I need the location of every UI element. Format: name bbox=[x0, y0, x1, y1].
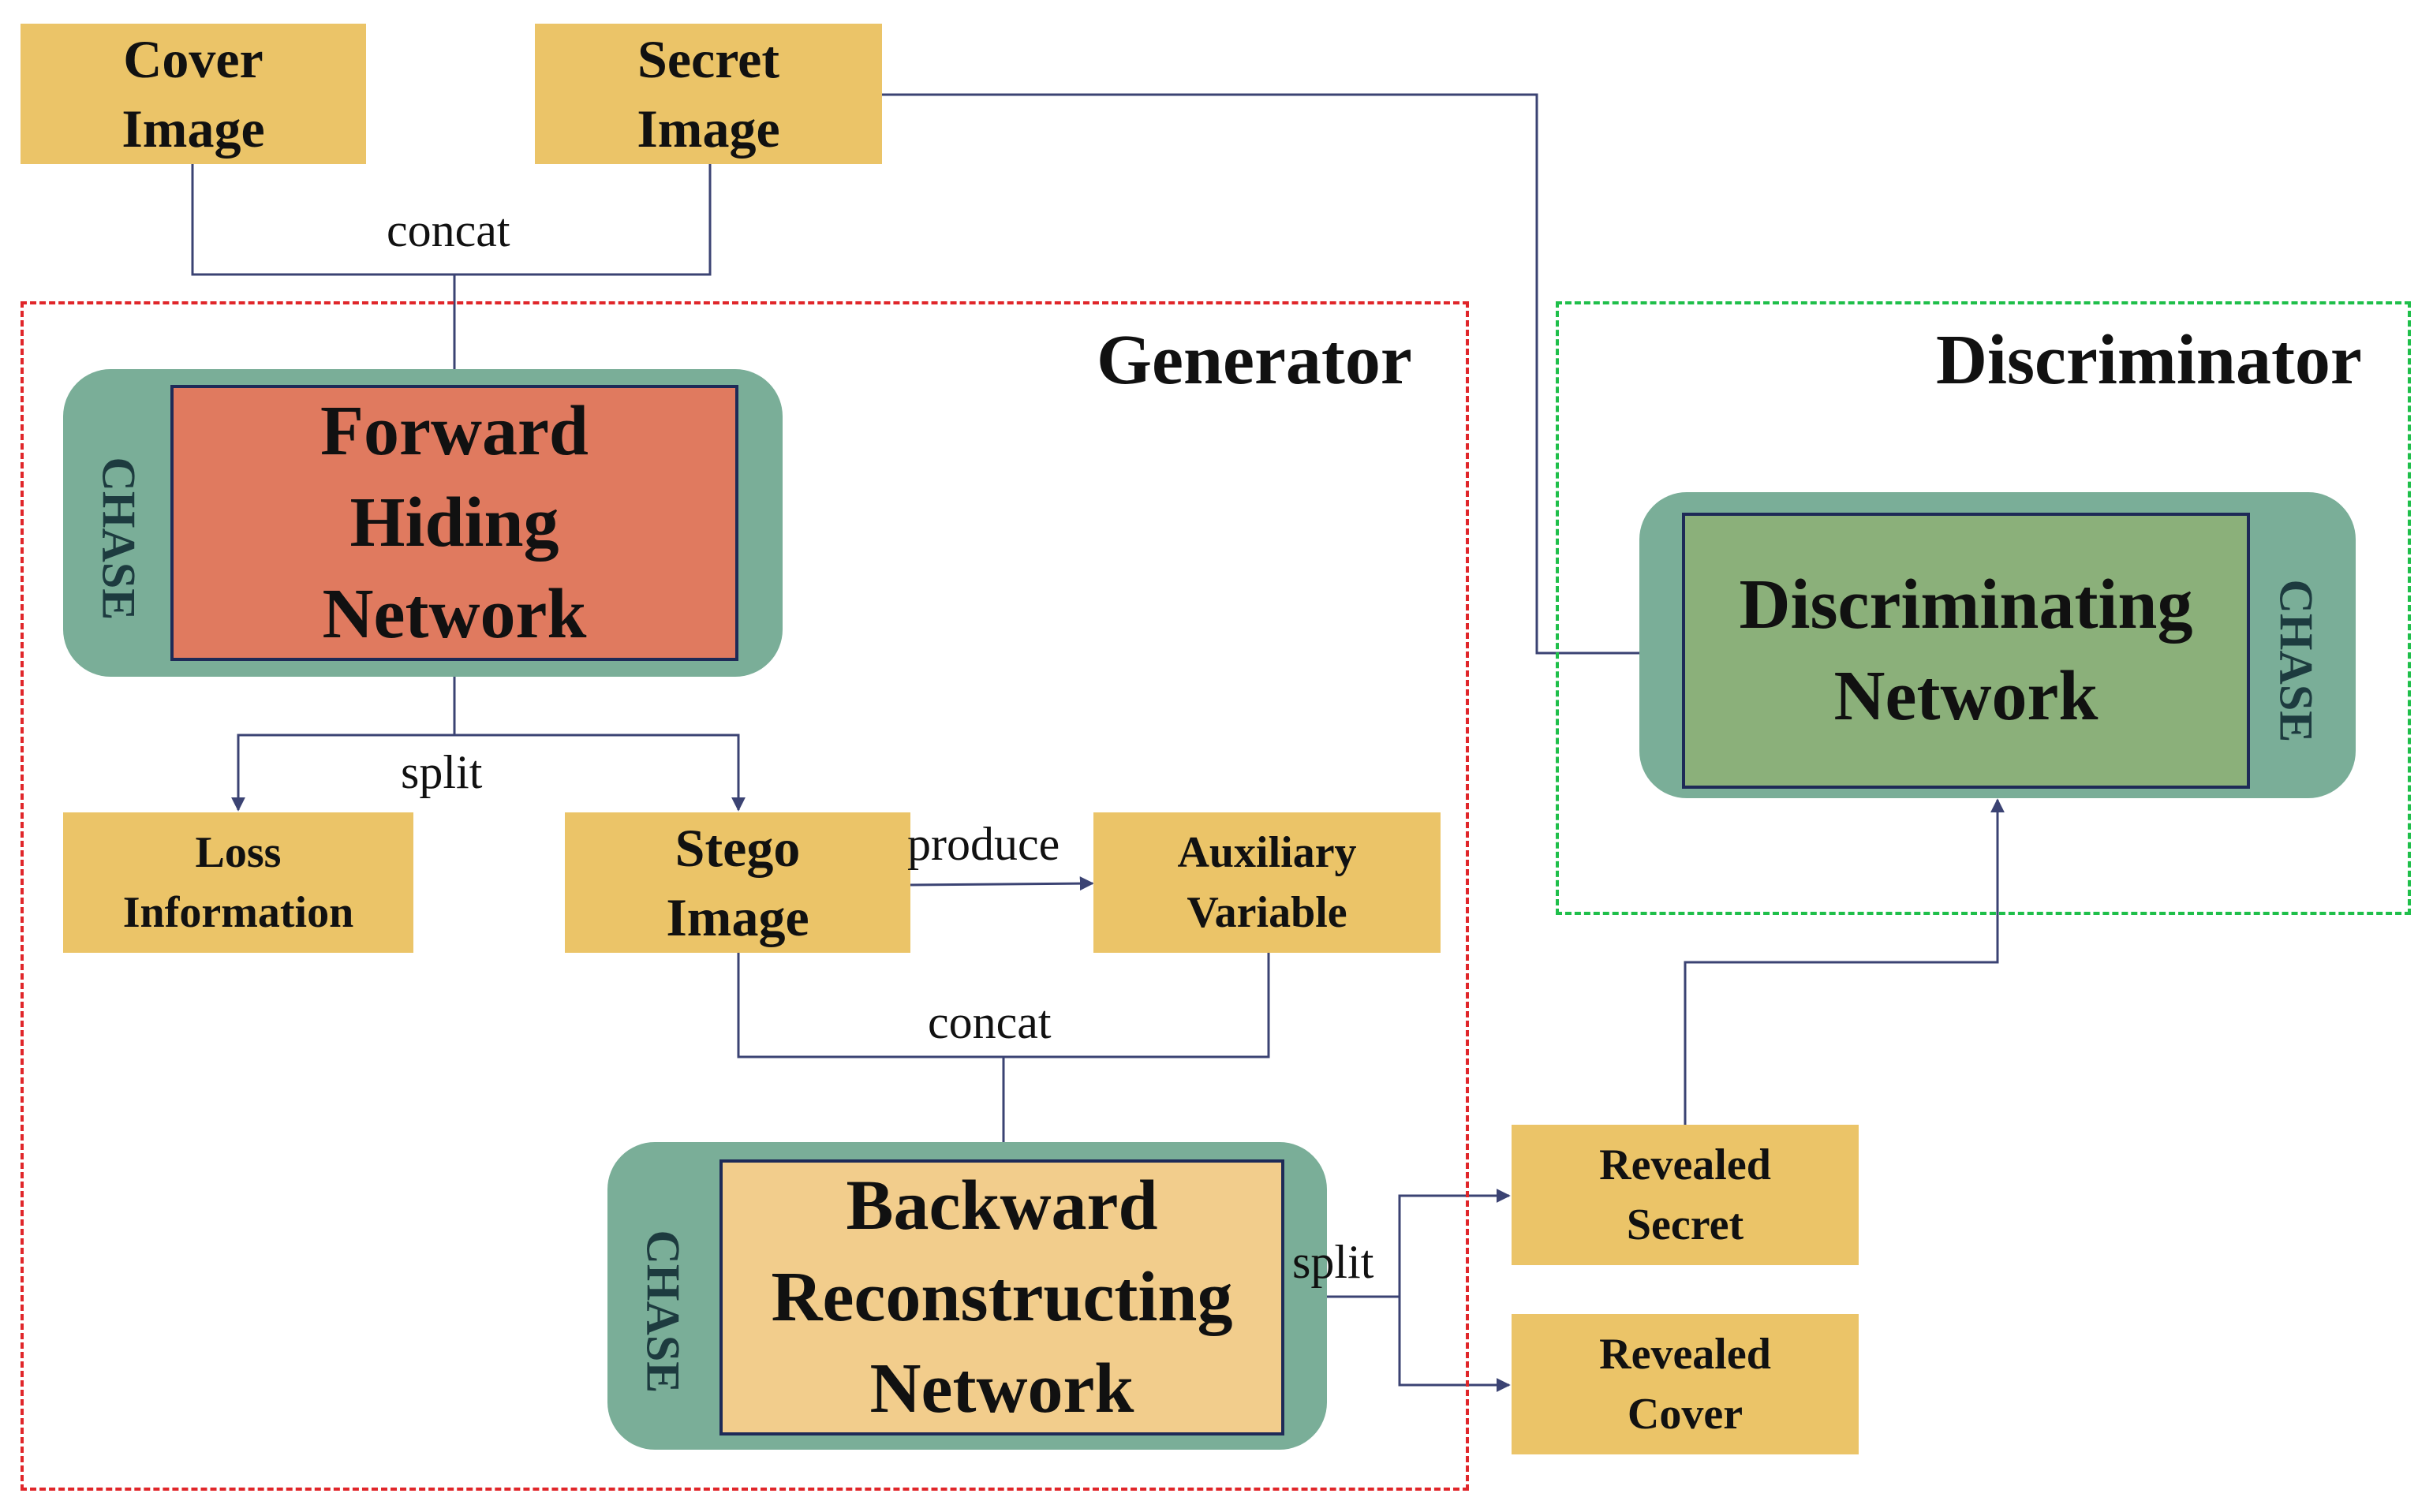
forward-hiding-network-block: CHASE Forward Hiding Network bbox=[63, 369, 783, 677]
secret-image-node: Secret Image bbox=[535, 24, 882, 164]
discriminating-line-2: Network bbox=[1833, 657, 2099, 735]
discriminating-chase-label: CHASE bbox=[2270, 579, 2323, 743]
edge-split-stego bbox=[454, 734, 746, 812]
discriminating-network-block: Discriminating Network CHASE bbox=[1639, 492, 2356, 798]
edge-secret-discriminator bbox=[882, 93, 1684, 660]
edge-split-loss bbox=[231, 734, 454, 812]
concat-top-label: concat bbox=[387, 204, 510, 256]
forward-line-1: Forward bbox=[320, 392, 589, 470]
loss-line-2: Information bbox=[122, 888, 354, 937]
split-backward-label: split bbox=[1292, 1236, 1374, 1288]
backward-line-3: Network bbox=[869, 1350, 1134, 1428]
discriminator-title: Discriminator bbox=[1936, 321, 2362, 399]
edge-produce bbox=[908, 876, 1094, 891]
loss-line-1: Loss bbox=[195, 828, 282, 877]
backward-reconstructing-network-block: CHASE Backward Reconstructing Network bbox=[607, 1142, 1327, 1450]
stego-line-2: Image bbox=[666, 887, 809, 947]
edge-split-revealed-cover bbox=[1398, 1297, 1511, 1392]
stego-line-1: Stego bbox=[675, 818, 801, 878]
discriminating-line-1: Discriminating bbox=[1739, 566, 2193, 644]
discriminating-network: Discriminating Network bbox=[1682, 513, 2250, 789]
forward-chase-label: CHASE bbox=[92, 457, 145, 621]
auxiliary-line-2: Variable bbox=[1187, 888, 1347, 937]
forward-hiding-network: Forward Hiding Network bbox=[170, 385, 738, 661]
auxiliary-variable-node: Auxiliary Variable bbox=[1093, 812, 1441, 953]
produce-label: produce bbox=[907, 818, 1060, 870]
auxiliary-line-1: Auxiliary bbox=[1177, 828, 1357, 877]
revealed-cover-node: Revealed Cover bbox=[1512, 1314, 1859, 1454]
split-forward-label: split bbox=[401, 746, 483, 798]
concat-bottom-label: concat bbox=[928, 996, 1052, 1048]
revealed-secret-line-2: Secret bbox=[1626, 1200, 1744, 1249]
edge-revealed-discriminator bbox=[1684, 798, 2005, 1125]
generator-title: Generator bbox=[1097, 321, 1412, 399]
backward-reconstructing-network: Backward Reconstructing Network bbox=[719, 1159, 1284, 1435]
backward-line-2: Reconstructing bbox=[771, 1258, 1233, 1336]
backward-chase-label: CHASE bbox=[637, 1230, 690, 1394]
edge-split-revealed-secret bbox=[1398, 1189, 1511, 1297]
edge-cover-concat bbox=[191, 162, 712, 276]
revealed-cover-line-2: Cover bbox=[1627, 1390, 1743, 1439]
secret-image-line-1: Secret bbox=[637, 29, 779, 89]
cover-image-line-2: Image bbox=[121, 99, 265, 159]
generator-region bbox=[21, 301, 1469, 1491]
cover-image-line-1: Cover bbox=[123, 29, 263, 89]
cover-image-node: Cover Image bbox=[21, 24, 366, 164]
stego-image-node: Stego Image bbox=[565, 812, 910, 953]
revealed-secret-node: Revealed Secret bbox=[1512, 1125, 1859, 1265]
secret-image-line-2: Image bbox=[637, 99, 780, 159]
loss-information-node: Loss Information bbox=[63, 812, 413, 953]
forward-line-2: Hiding bbox=[349, 483, 559, 562]
discriminator-region bbox=[1556, 301, 2411, 915]
backward-line-1: Backward bbox=[846, 1167, 1158, 1245]
forward-line-3: Network bbox=[322, 575, 587, 653]
revealed-cover-line-1: Revealed bbox=[1599, 1330, 1771, 1379]
revealed-secret-line-1: Revealed bbox=[1599, 1141, 1771, 1189]
